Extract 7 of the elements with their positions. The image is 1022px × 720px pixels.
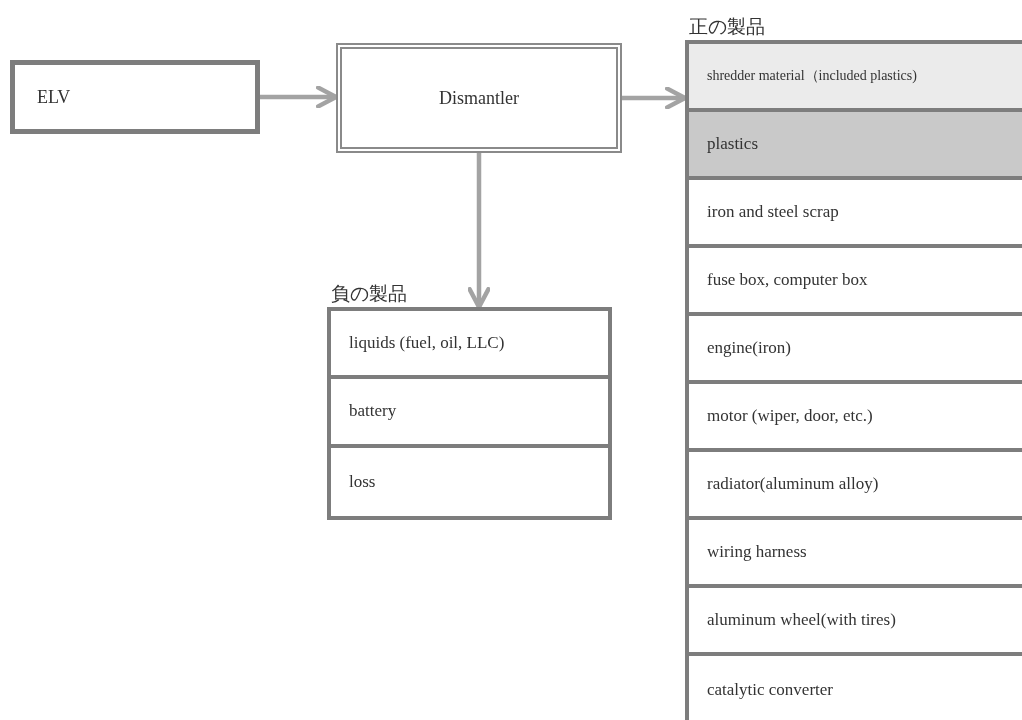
process-box: ELV [10, 60, 260, 134]
list-row: shredder material（included plastics) [689, 44, 1022, 112]
process-box: Dismantler [336, 43, 622, 153]
arrow [467, 153, 491, 310]
list-row: plastics [689, 112, 1022, 180]
group-heading: 正の製品 [689, 14, 765, 39]
group-heading: 負の製品 [331, 281, 407, 306]
